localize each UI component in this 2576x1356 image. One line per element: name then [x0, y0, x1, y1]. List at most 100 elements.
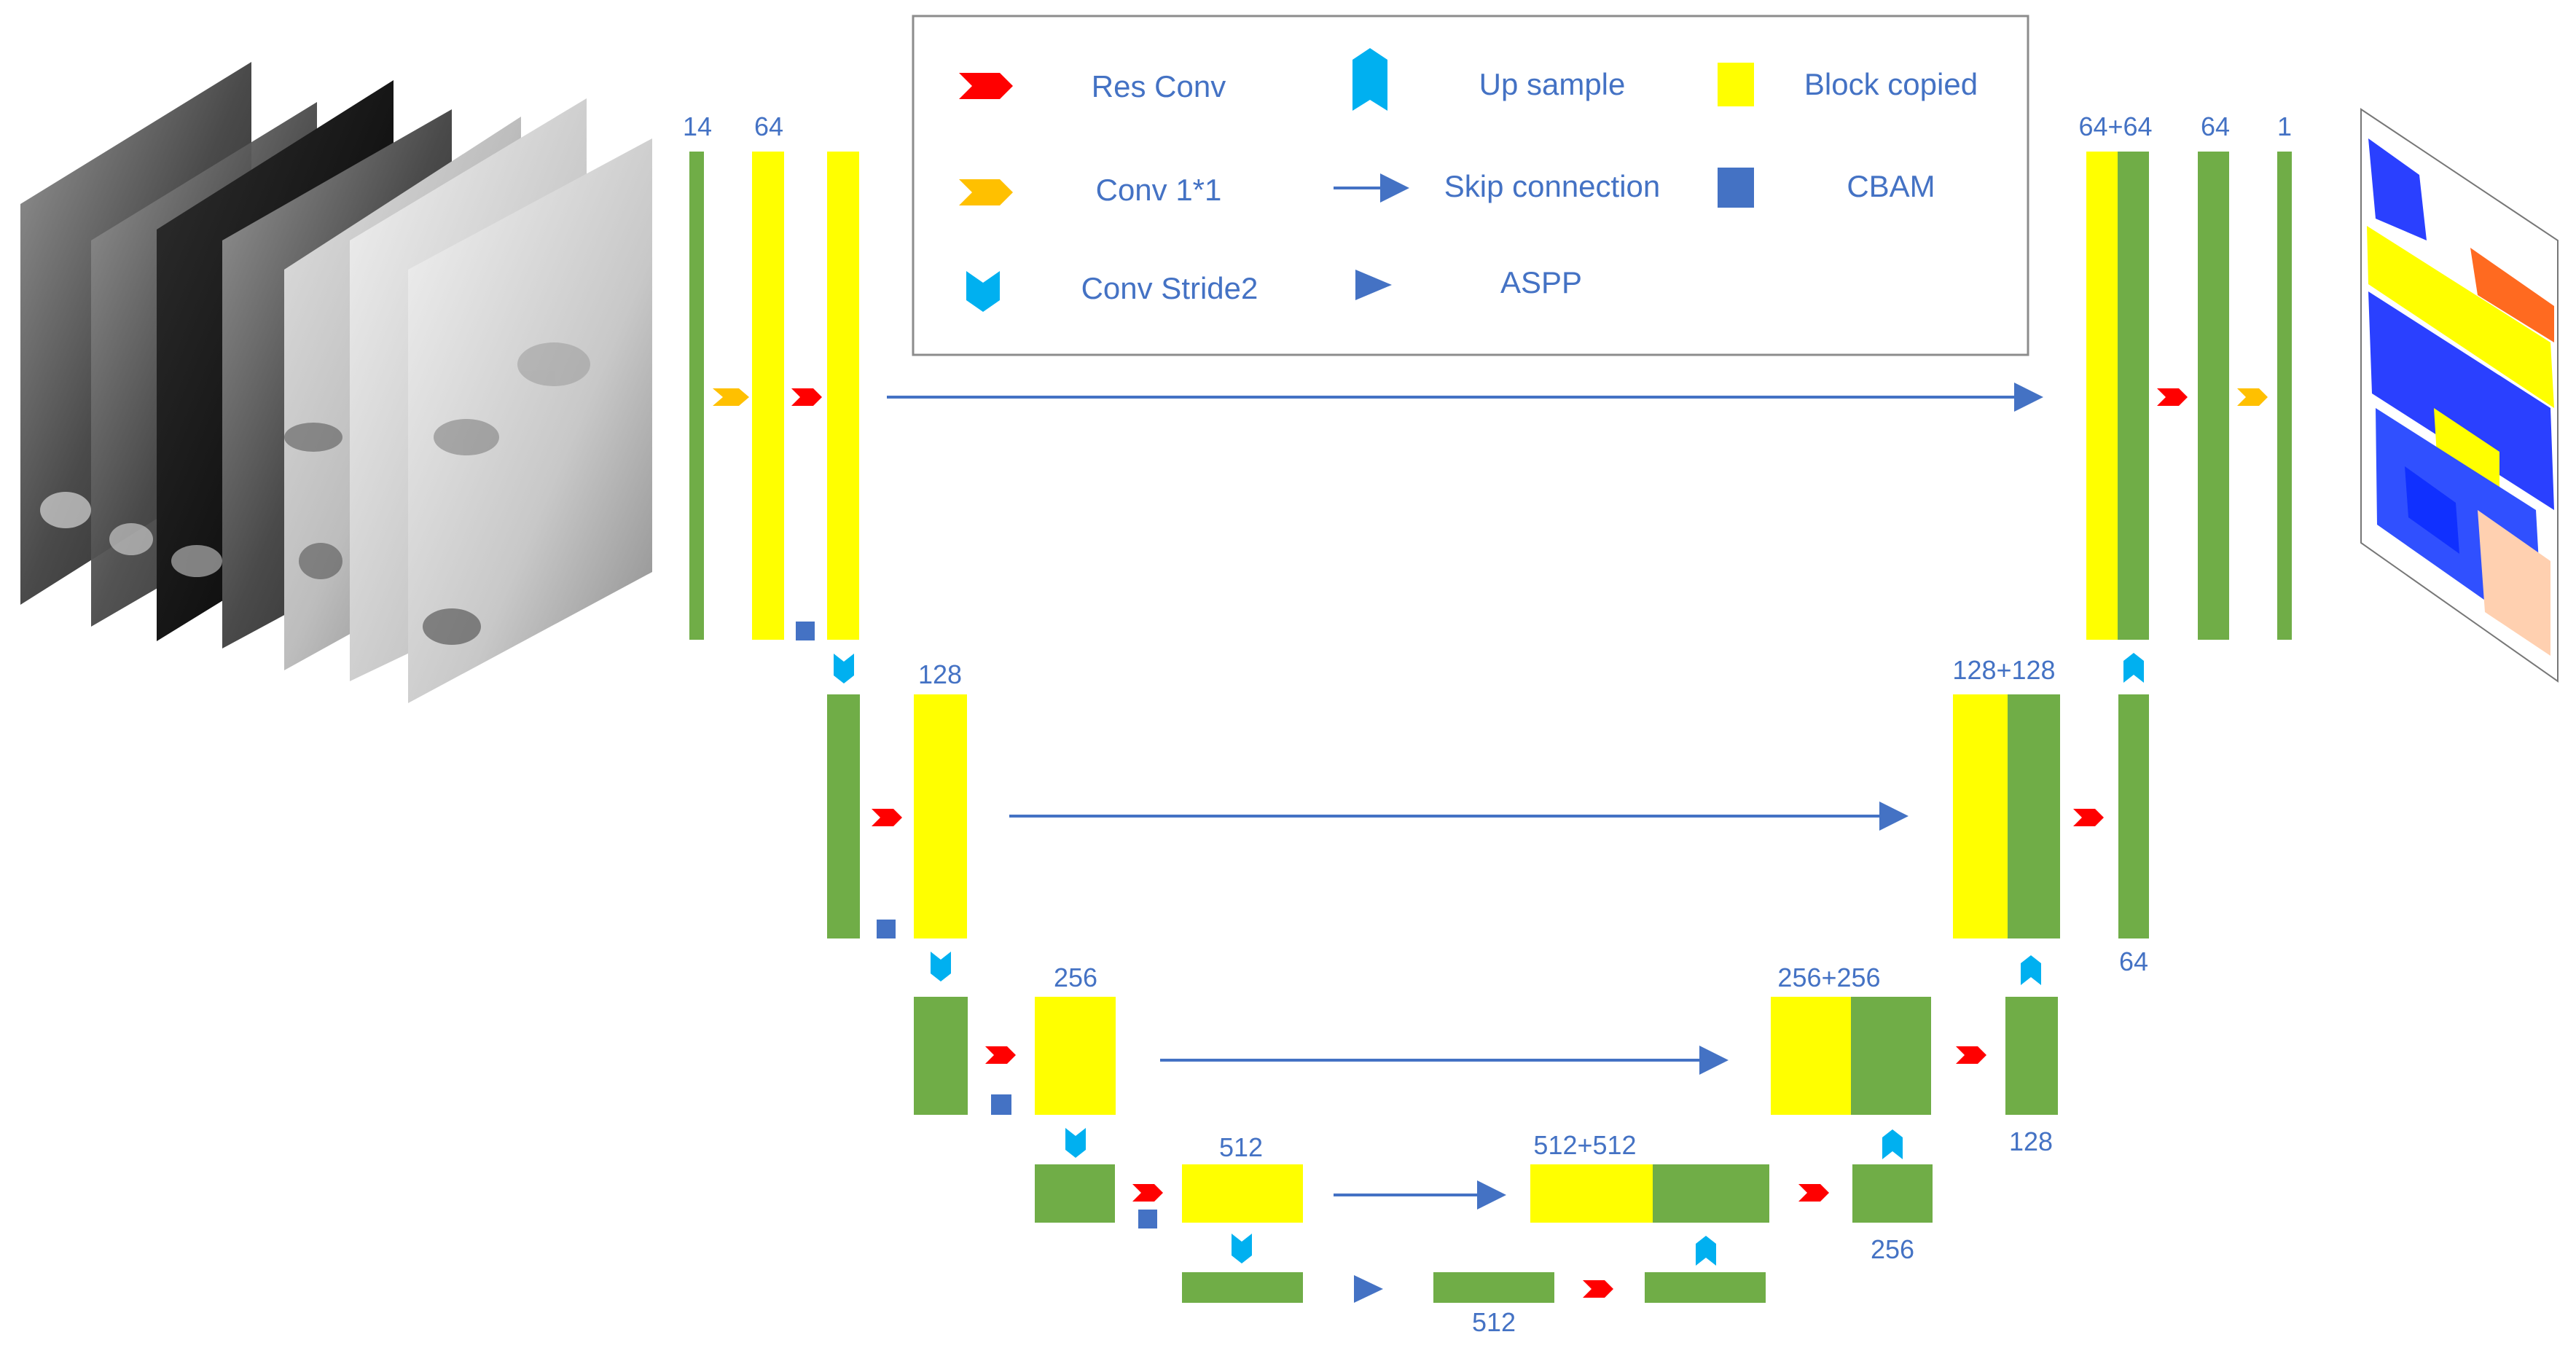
feature-block: [2005, 997, 2058, 1115]
channel-label-1: 1: [2277, 111, 2292, 141]
res-conv-icon: [959, 73, 1013, 99]
cbam-icon: [991, 1094, 1011, 1115]
conv-stride2-icon: [966, 271, 1000, 312]
feature-block: [827, 694, 860, 938]
feature-block: [2008, 694, 2060, 938]
feature-block: [2118, 694, 2149, 938]
channel-label-256-plus-256: 256+256: [1777, 963, 1880, 992]
feature-block: [827, 152, 859, 640]
cbam-icon: [1138, 1210, 1157, 1228]
block-copied-icon: [1718, 63, 1754, 106]
output-block: [2277, 152, 2292, 640]
channel-label-128-out: 128: [2009, 1126, 2053, 1156]
skip-connections: [887, 383, 2043, 1210]
satellite-band-image: [408, 138, 652, 703]
res-conv-icon: [2157, 388, 2188, 406]
channel-label-64-dec: 64: [2201, 111, 2230, 141]
aspp-icon: [1354, 1275, 1383, 1303]
up-sample-icon: [2021, 955, 2041, 985]
cloud-texture: [40, 342, 590, 645]
channel-label-512-plus-512: 512+512: [1533, 1130, 1636, 1160]
conv-stride2-icon: [1065, 1128, 1086, 1158]
conv-stride2-icon: [931, 952, 951, 981]
encoder-level-1: 14 64: [683, 111, 859, 683]
cbam-icon: [796, 622, 815, 640]
res-conv-icon: [985, 1046, 1016, 1064]
output-precipitation-map: [2360, 108, 2559, 683]
copied-block: [1953, 694, 2008, 938]
feature-block: [1035, 1164, 1115, 1223]
cbam-icon: [877, 920, 896, 938]
feature-block: [1182, 1164, 1303, 1223]
copied-block: [1530, 1164, 1653, 1223]
feature-block: [1182, 1272, 1303, 1303]
channel-label-128-plus-128: 128+128: [1952, 655, 2055, 685]
channel-label-256: 256: [1054, 963, 1097, 992]
res-conv-icon: [1956, 1046, 1986, 1064]
decoder-level-4: 512+512 256: [1530, 1129, 1933, 1264]
channel-label-512-bottleneck: 512: [1472, 1307, 1516, 1337]
feature-block: [1653, 1164, 1769, 1223]
res-conv-icon: [791, 388, 822, 406]
encoder-level-2: 128: [827, 659, 967, 981]
encoder-level-3: 256: [914, 963, 1116, 1158]
up-sample-icon: [1352, 48, 1387, 111]
decoder-level-1: 64+64 64 1: [2078, 111, 2292, 640]
up-sample-icon: [2123, 653, 2144, 683]
map-yellow-band: [2367, 226, 2554, 408]
feature-block: [1851, 997, 1931, 1115]
copied-block: [2086, 152, 2118, 640]
legend-aspp-label: ASPP: [1500, 265, 1582, 299]
feature-block: [914, 694, 967, 938]
legend: Res Conv Conv 1*1 Conv Stride2 Up sample…: [912, 15, 2029, 356]
map-light-region: [2478, 510, 2550, 656]
channel-label-14: 14: [683, 111, 712, 141]
map-blue-region: [2368, 291, 2554, 510]
legend-border: [912, 15, 2029, 356]
legend-skip-connection-label: Skip connection: [1444, 169, 1661, 203]
copied-block: [1771, 997, 1851, 1115]
legend-up-sample-label: Up sample: [1479, 67, 1626, 101]
conv-stride2-icon: [834, 654, 854, 683]
input-feature-block: [689, 152, 704, 640]
channel-label-128: 128: [918, 659, 962, 689]
cbam-icon: [1718, 168, 1754, 208]
feature-block: [752, 152, 784, 640]
feature-block: [914, 997, 968, 1115]
decoder-level-3: 256+256 128: [1771, 955, 2058, 1156]
up-sample-icon: [1882, 1129, 1903, 1159]
aspp-icon: [1355, 270, 1392, 300]
res-conv-icon: [2073, 809, 2104, 826]
feature-block: [1645, 1272, 1766, 1303]
feature-block: [1433, 1272, 1554, 1303]
encoder-level-4: 512: [1035, 1132, 1303, 1263]
legend-conv-1x1-label: Conv 1*1: [1096, 173, 1222, 207]
feature-block: [1852, 1164, 1933, 1223]
conv-1x1-icon: [713, 388, 749, 406]
input-satellite-image-stack: [20, 62, 652, 703]
decoder-level-2: 128+128 64: [1952, 653, 2149, 976]
channel-label-64-out: 64: [2119, 947, 2148, 976]
conv-stride2-icon: [1232, 1234, 1252, 1263]
channel-label-256-out: 256: [1871, 1234, 1914, 1264]
map-blue-region: [2405, 466, 2459, 554]
channel-label-64: 64: [754, 111, 783, 141]
map-orange-band: [2470, 248, 2554, 342]
conv-1x1-icon: [959, 179, 1013, 205]
res-conv-icon: [872, 809, 902, 826]
up-sample-icon: [1696, 1236, 1716, 1266]
map-blue-region: [2368, 138, 2427, 240]
feature-block: [2198, 152, 2229, 640]
conv-1x1-icon: [2237, 388, 2268, 406]
bottleneck: 512: [1182, 1236, 1766, 1337]
legend-res-conv-label: Res Conv: [1092, 69, 1226, 103]
feature-block: [2118, 152, 2149, 640]
res-conv-icon: [1132, 1184, 1163, 1202]
channel-label-64-plus-64: 64+64: [2078, 111, 2152, 141]
feature-block: [1035, 997, 1116, 1115]
res-conv-icon: [1798, 1184, 1829, 1202]
legend-block-copied-label: Block copied: [1804, 67, 1978, 101]
legend-cbam-label: CBAM: [1847, 169, 1935, 203]
res-conv-icon: [1583, 1280, 1613, 1298]
